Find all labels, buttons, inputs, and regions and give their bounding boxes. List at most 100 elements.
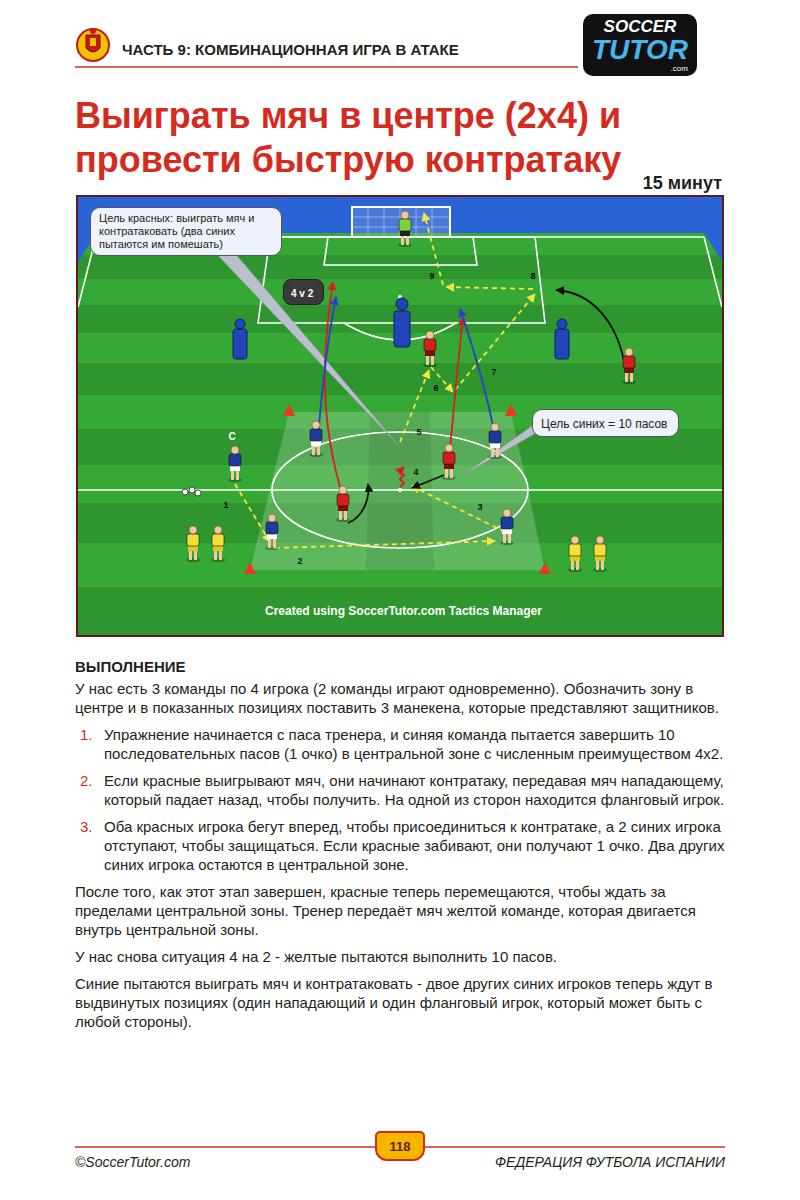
list-item-text: Оба красных игрока бегут вперед, чтобы п… (104, 817, 725, 874)
list-number: 1. (75, 725, 104, 763)
shot-line (424, 213, 443, 285)
callout-box: Цель синих = 10 пасов (532, 409, 679, 437)
ball (182, 489, 188, 495)
pitch-markings (78, 237, 722, 548)
callout-box: Цель красных: выиграть мяч и контратаков… (90, 207, 282, 256)
crest-bar (90, 38, 96, 46)
callout-pointer (208, 245, 400, 447)
run-line (325, 282, 343, 497)
blue-player (500, 509, 514, 545)
heading-block: ВЫПОЛНЕНИЕ (75, 657, 725, 676)
callout-number: 6 (433, 383, 438, 393)
mannequin-head (557, 319, 567, 329)
paragraph-block: У нас есть 3 команды по 4 игрока (2 кома… (75, 679, 725, 717)
brand-domain: .com (592, 64, 688, 73)
blue-player (309, 421, 323, 457)
backdrop (78, 197, 722, 635)
page-number: 118 (390, 1139, 411, 1154)
paragraph: У нас снова ситуация 4 на 2 - желтые пыт… (75, 947, 725, 966)
red-player (336, 486, 350, 522)
cone (505, 404, 517, 416)
callout-pointer (463, 423, 536, 475)
yellow-player (211, 526, 225, 562)
run-line (348, 484, 368, 523)
paragraph-block: Синие пытаются выиграть мяч и контратако… (75, 974, 725, 1031)
central-zone (250, 412, 545, 570)
goal-area (324, 237, 477, 265)
yellow-player (593, 536, 607, 572)
grass-stripe (78, 587, 722, 635)
section-header: ЧАСТЬ 9: КОМБИНАЦИОННАЯ ИГРА В АТАКЕ (122, 41, 459, 59)
yellow-player (186, 526, 200, 562)
run-line (556, 290, 626, 372)
duration: 15 минут (643, 172, 722, 194)
list-number: 3. (75, 817, 104, 874)
movement-lines (235, 213, 626, 548)
cone (244, 562, 256, 574)
mannequin-head (396, 298, 408, 310)
list-item: 2.Если красные выигрывают мяч, они начин… (75, 771, 725, 809)
mannequin-body (555, 329, 569, 359)
cone (539, 562, 551, 574)
pass-line (400, 370, 429, 442)
ball (195, 490, 201, 496)
callout-number: 1 (223, 500, 228, 510)
pass-line (275, 541, 495, 548)
coach-label: C (228, 431, 235, 442)
footer-copyright: ©SoccerTutor.com (75, 1154, 190, 1171)
body-text: ВЫПОЛНЕНИЕ У нас есть 3 команды по 4 игро… (75, 657, 725, 1031)
grass-stripe (78, 255, 722, 279)
pass-line (446, 287, 533, 289)
page-number-badge: 118 (375, 1131, 425, 1161)
pass-line (431, 367, 453, 392)
paragraph: У нас есть 3 команды по 4 игрока (2 кома… (75, 679, 725, 717)
list-item: 1.Упражнение начинается с паса тренера, … (75, 725, 725, 763)
centre-circle (272, 432, 528, 548)
footer-source: ФЕДЕРАЦИЯ ФУТБОЛА ИСПАНИИ (495, 1154, 725, 1171)
mannequins (233, 298, 569, 359)
mannequin-body (233, 329, 247, 359)
brand-word: TUTOR (592, 36, 688, 64)
callout-text: Цель красных: выиграть мяч и контратаков… (99, 212, 273, 251)
run-line (412, 475, 444, 488)
callout-text: Цель синих = 10 пасов (541, 417, 668, 431)
brand-logo: SOCCERTUTOR.com (583, 14, 697, 76)
mannequin-head (235, 319, 245, 329)
crest-shield (86, 35, 100, 52)
badge-text: 4 v 2 (291, 288, 313, 300)
callout-number: 5 (416, 427, 421, 437)
cone (283, 404, 295, 416)
run-line (460, 309, 495, 437)
coach-figure (228, 446, 242, 482)
field-stripes (78, 233, 722, 635)
yellow-player (568, 536, 582, 572)
list-item-text: Если красные выигрывают мяч, они начинаю… (104, 771, 725, 809)
list-item-text: Упражнение начинается с паса тренера, и … (104, 725, 725, 763)
red-player (442, 444, 456, 480)
brand-word: SOCCER (592, 17, 688, 36)
mannequin-body (394, 311, 410, 347)
pass-line (235, 484, 270, 542)
paragraph: После того, как этот этап завершен, крас… (75, 882, 725, 939)
crest-ring (77, 29, 109, 61)
run-line (449, 317, 463, 459)
page-title: Выиграть мяч в центре (2x4) и провести б… (75, 94, 715, 182)
callout-number: 2 (297, 556, 302, 566)
callout-number: 8 (530, 271, 535, 281)
crest-crown (90, 28, 96, 34)
touch-line (704, 237, 722, 307)
list-item: 3.Оба красных игрока бегут вперед, чтобы… (75, 817, 725, 874)
dribble-line (400, 467, 404, 487)
ratio-badge: 4 v 2 (283, 279, 324, 305)
blue-player (265, 514, 279, 550)
pass-line (412, 486, 505, 532)
pass-line (455, 294, 535, 390)
callout-number: 9 (429, 271, 434, 281)
run-line (318, 297, 336, 437)
blue-player (488, 423, 502, 459)
paragraph: Синие пытаются выиграть мяч и контратако… (75, 974, 725, 1031)
list-number: 2. (75, 771, 104, 809)
callout-number: 3 (477, 502, 482, 512)
section-heading: ВЫПОЛНЕНИЕ (75, 657, 725, 676)
